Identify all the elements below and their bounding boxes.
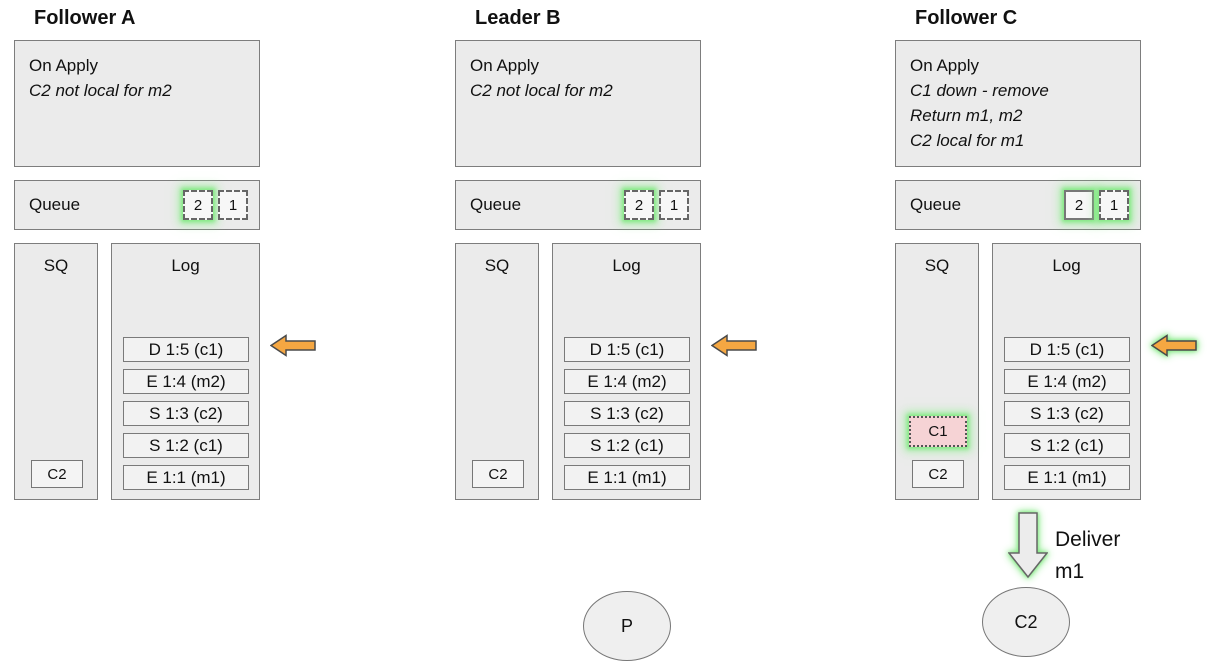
log-entry: S 1:2 (c1) <box>1004 433 1130 458</box>
on-apply-note: C2 not local for m2 <box>29 81 172 100</box>
queue-label: Queue <box>470 195 522 214</box>
panel-leader-b: Leader B On Apply C2 not local for m2 Qu… <box>455 0 757 669</box>
queue-slot-1: 1 <box>659 190 689 220</box>
arrow-left-icon <box>711 334 757 357</box>
on-apply-note: C2 local for m1 <box>910 131 1025 150</box>
on-apply-box: On Apply C1 down - remove Return m1, m2 … <box>895 40 1141 167</box>
sq-item-c1: C1 <box>909 416 967 447</box>
sq-item-c2: C2 <box>912 460 964 488</box>
panel-title: Leader B <box>475 7 561 29</box>
log-label: Log <box>171 256 200 275</box>
log-entries: D 1:5 (c1) E 1:4 (m2) S 1:3 (c2) S 1:2 (… <box>1004 337 1130 490</box>
log-box: Log D 1:5 (c1) E 1:4 (m2) S 1:3 (c2) S 1… <box>552 243 701 500</box>
panel-title: Follower C <box>915 7 1018 29</box>
deliver-label: Deliver m1 <box>1055 524 1120 588</box>
on-apply-note: C2 not local for m2 <box>470 81 613 100</box>
sq-box: SQ C2 <box>14 243 98 500</box>
log-entry: D 1:5 (c1) <box>1004 337 1130 362</box>
log-entry: D 1:5 (c1) <box>564 337 690 362</box>
panel-follower-a: Follower A On Apply C2 not local for m2 … <box>14 0 316 669</box>
sq-box: SQ C1 C2 <box>895 243 979 500</box>
log-entry: E 1:1 (m1) <box>123 465 249 490</box>
queue-slot-1: 1 <box>218 190 248 220</box>
log-box: Log D 1:5 (c1) E 1:4 (m2) S 1:3 (c2) S 1… <box>111 243 260 500</box>
queue-box: Queue 2 1 <box>455 180 701 230</box>
log-entry: S 1:3 (c2) <box>564 401 690 426</box>
deliver-label-line2: m1 <box>1055 560 1085 583</box>
sq-box: SQ C2 <box>455 243 539 500</box>
log-entry: E 1:4 (m2) <box>1004 369 1130 394</box>
arrow-left-icon <box>1151 334 1197 357</box>
queue-box: Queue 2 1 <box>14 180 260 230</box>
sq-item-c2: C2 <box>472 460 524 488</box>
arrow-down-icon <box>1008 512 1048 579</box>
queue-items: 2 1 <box>1064 190 1129 220</box>
sq-label: SQ <box>924 256 950 275</box>
on-apply-box: On Apply C2 not local for m2 <box>455 40 701 167</box>
panel-follower-c: Follower C On Apply C1 down - remove Ret… <box>895 0 1197 669</box>
sq-label: SQ <box>484 256 510 275</box>
log-entry: S 1:2 (c1) <box>123 433 249 458</box>
consumer-ellipse: C2 <box>982 587 1070 657</box>
log-entry: E 1:1 (m1) <box>1004 465 1130 490</box>
on-apply-heading: On Apply <box>470 56 539 75</box>
log-box: Log D 1:5 (c1) E 1:4 (m2) S 1:3 (c2) S 1… <box>992 243 1141 500</box>
log-entry: S 1:2 (c1) <box>564 433 690 458</box>
on-apply-box: On Apply C2 not local for m2 <box>14 40 260 167</box>
log-entry: E 1:4 (m2) <box>123 369 249 394</box>
sq-label: SQ <box>43 256 69 275</box>
queue-slot-2: 2 <box>183 190 213 220</box>
process-ellipse: P <box>583 591 671 661</box>
log-label: Log <box>1052 256 1081 275</box>
log-entry: E 1:4 (m2) <box>564 369 690 394</box>
queue-box: Queue 2 1 <box>895 180 1141 230</box>
queue-slot-1: 1 <box>1099 190 1129 220</box>
queue-label: Queue <box>910 195 962 214</box>
deliver-label-line1: Deliver <box>1055 528 1121 551</box>
on-apply-heading: On Apply <box>29 56 98 75</box>
on-apply-note: Return m1, m2 <box>910 106 1023 125</box>
log-entries: D 1:5 (c1) E 1:4 (m2) S 1:3 (c2) S 1:2 (… <box>564 337 690 490</box>
on-apply-heading: On Apply <box>910 56 979 75</box>
sq-item-c2: C2 <box>31 460 83 488</box>
queue-label: Queue <box>29 195 81 214</box>
arrow-left-icon <box>270 334 316 357</box>
on-apply-note: C1 down - remove <box>910 81 1049 100</box>
log-entries: D 1:5 (c1) E 1:4 (m2) S 1:3 (c2) S 1:2 (… <box>123 337 249 490</box>
queue-items: 2 1 <box>183 190 248 220</box>
queue-items: 2 1 <box>624 190 689 220</box>
log-entry: S 1:3 (c2) <box>1004 401 1130 426</box>
log-entry: E 1:1 (m1) <box>564 465 690 490</box>
queue-slot-2: 2 <box>1064 190 1094 220</box>
log-entry: D 1:5 (c1) <box>123 337 249 362</box>
log-entry: S 1:3 (c2) <box>123 401 249 426</box>
panel-title: Follower A <box>34 7 136 29</box>
queue-slot-2: 2 <box>624 190 654 220</box>
log-label: Log <box>612 256 641 275</box>
